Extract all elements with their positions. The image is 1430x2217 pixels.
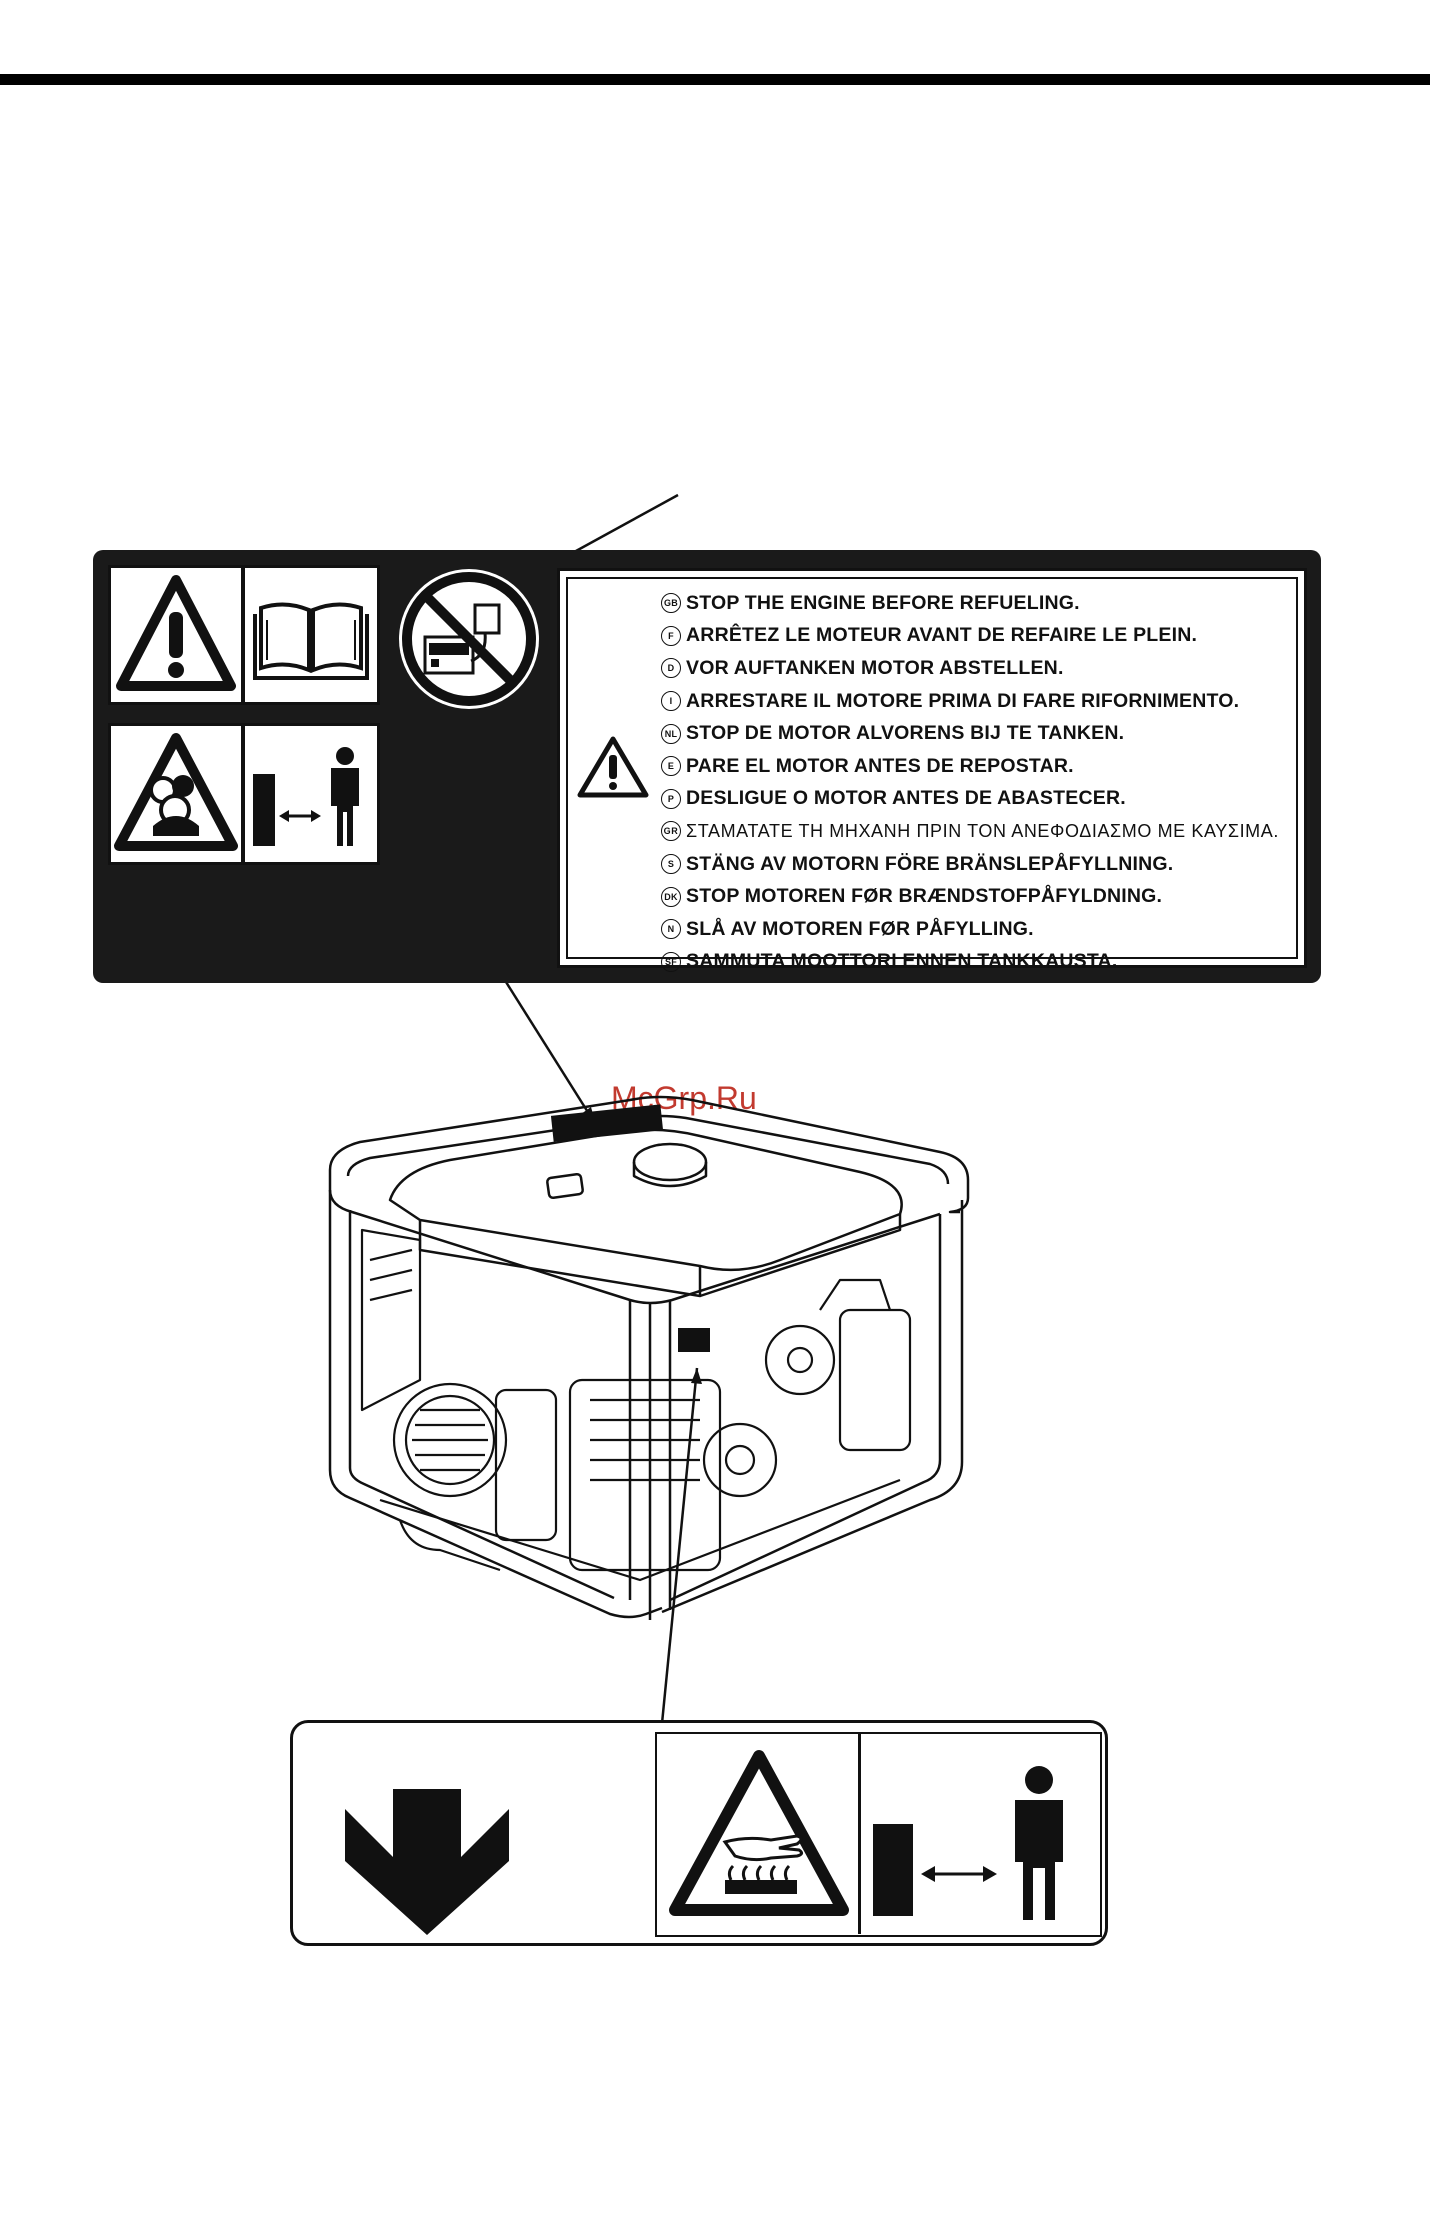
language-code-badge: F (661, 625, 681, 646)
language-code-badge: I (661, 691, 681, 712)
label-plate-top (550, 1104, 664, 1142)
language-code-badge: D (661, 658, 681, 679)
keep-distance-hot-icon (873, 1766, 1063, 1920)
warning-text: ARRÊTEZ LE MOTEUR AVANT DE REFAIRE LE PL… (686, 624, 1198, 647)
no-refuel-running-panel (395, 565, 543, 713)
warning-text: ΣΤΑΜΑΤΑΤΕ ΤΗ ΜΗΧΑΝΗ ΠΡΙΝ ΤΟΝ ΑΝΕΦΟΔΙΑΣΜΟ… (686, 820, 1279, 841)
down-arrow-icon (345, 1789, 509, 1935)
label-plate-side (678, 1328, 710, 1352)
warning-text: VOR AUFTANKEN MOTOR ABSTELLEN. (686, 656, 1064, 679)
warning-text: STÄNG AV MOTORN FÖRE BRÄNSLEPÅFYLLNING. (686, 852, 1174, 875)
small-warning-triangle-icon (577, 736, 649, 798)
warning-triangle-panel (108, 565, 244, 705)
language-code-badge: SF (661, 951, 681, 972)
warning-text: STOP DE MOTOR ALVORENS BIJ TE TANKEN. (686, 722, 1125, 745)
exhaust-gas-warning-icon (114, 733, 238, 851)
warning-text: STOP THE ENGINE BEFORE REFUELING. (686, 591, 1080, 614)
language-code-badge: NL (661, 723, 681, 744)
alternator-cover (392, 1382, 508, 1498)
fuel-tank (388, 1128, 903, 1272)
frame-front-left-leg (328, 1190, 663, 1619)
warning-text: STOP MOTOREN FØR BRÆNDSTOFPÅFYLDNING. (686, 885, 1163, 908)
warning-triangle-icon (116, 575, 236, 691)
language-code-badge: GB (661, 593, 681, 614)
panel-divider (858, 1734, 861, 1934)
leader-line-middle (504, 981, 598, 1126)
language-code-badge: GR (661, 821, 681, 842)
language-code-badge: P (661, 788, 681, 809)
manual-book-icon (253, 602, 369, 680)
warning-text: SAMMUTA MOOTTORI ENNEN TANKKAUSTA. (686, 950, 1118, 973)
language-code-badge: E (661, 756, 681, 777)
keep-distance-panel (242, 723, 380, 865)
hot-surface-panel (655, 1732, 1102, 1937)
keep-distance-icon (253, 747, 359, 846)
hot-surface-icon (669, 1750, 849, 1916)
manual-panel (242, 565, 380, 705)
warning-text: SLÅ AV MOTOREN FØR PÅFYLLING. (686, 917, 1034, 940)
warning-text: DESLIGUE O MOTOR ANTES DE ABASTECER. (686, 787, 1126, 810)
exhaust-warning-panel (108, 723, 244, 865)
language-code-badge: S (661, 854, 681, 875)
no-refuel-running-icon (399, 569, 539, 709)
frame-top-rail (328, 1095, 970, 1214)
warning-text: ARRESTARE IL MOTORE PRIMA DI FARE RIFORN… (686, 689, 1240, 712)
language-code-badge: N (661, 919, 681, 940)
generator-illustration (328, 1095, 970, 1620)
warning-text: PARE EL MOTOR ANTES DE REPOSTAR. (686, 754, 1074, 777)
header-rule (0, 74, 1430, 85)
hot-surface-decal (290, 1720, 1108, 1946)
language-code-badge: DK (661, 886, 681, 907)
engine-block (568, 1378, 722, 1572)
